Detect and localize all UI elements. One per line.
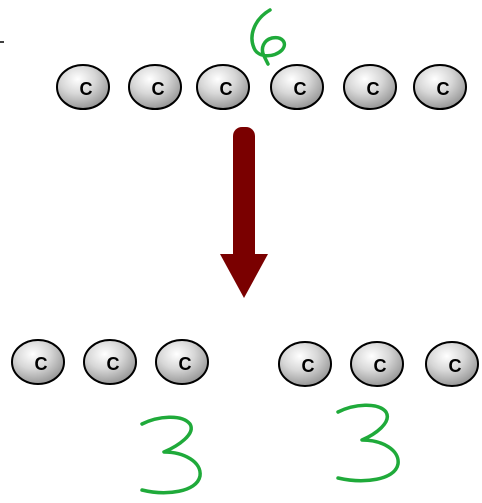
atom-label: C	[437, 79, 450, 99]
atom-label: C	[220, 79, 233, 99]
carbon-atom: C	[278, 341, 332, 387]
top-chain: C C C C C C	[56, 64, 467, 110]
atom-label: C	[374, 356, 387, 376]
carbon-atom: C	[11, 339, 65, 385]
carbon-atom: C	[343, 64, 397, 110]
bottom-left-chain: C C C	[11, 339, 209, 385]
handwritten-count-six	[250, 8, 287, 66]
carbon-atom: C	[425, 341, 479, 387]
carbon-atom: C	[83, 339, 137, 385]
carbon-atom: C	[56, 64, 110, 110]
atom-label: C	[152, 79, 165, 99]
atom-label: C	[367, 79, 380, 99]
bottom-right-chain: C C C	[278, 341, 479, 387]
carbon-atom: C	[155, 339, 209, 385]
handwritten-count-three-right	[336, 403, 400, 483]
atom-label: C	[179, 354, 192, 374]
atom-label: C	[35, 354, 48, 374]
atom-label: C	[107, 354, 120, 374]
handwritten-count-three-left	[140, 415, 202, 495]
carbon-atom: C	[270, 64, 324, 110]
atom-label: C	[302, 356, 315, 376]
carbon-atom: C	[350, 341, 404, 387]
atom-label: C	[449, 356, 462, 376]
atom-label: C	[294, 79, 307, 99]
carbon-atom: C	[128, 64, 182, 110]
reaction-arrow	[220, 127, 268, 298]
carbon-atom: C	[196, 64, 250, 110]
atom-label: C	[80, 79, 93, 99]
carbon-atom: C	[413, 64, 467, 110]
